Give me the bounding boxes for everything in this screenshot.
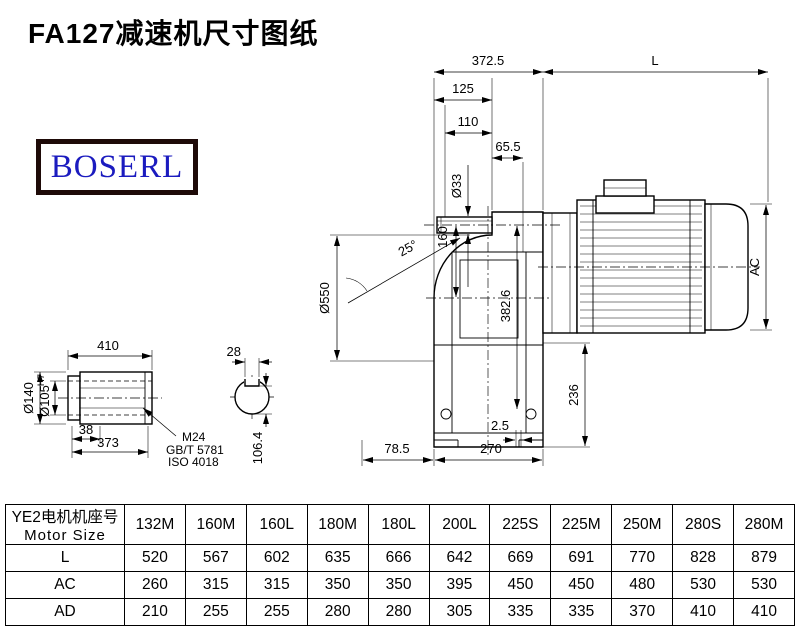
data-cell: 255 <box>184 598 247 626</box>
column-header: 280M <box>733 504 795 545</box>
data-cell: 450 <box>489 571 552 599</box>
dim-motor-height-label: AC <box>747 258 762 276</box>
column-header: 180L <box>367 504 430 545</box>
motor-flange <box>542 212 578 334</box>
row-label: AD <box>5 598 125 626</box>
data-cell: 335 <box>550 598 613 626</box>
data-cell: 370 <box>611 598 674 626</box>
motor <box>542 179 749 334</box>
table-header-row: YE2电机机座号 Motor Size 132M 160M 160L 180M … <box>5 504 795 545</box>
data-cell: 255 <box>245 598 308 626</box>
motor-size-header: YE2电机机座号 Motor Size <box>5 504 125 545</box>
dim-keyway-width-label: 28 <box>227 344 241 359</box>
center-lines <box>424 206 760 458</box>
dim-overall-width-label: 372.5 <box>472 53 505 68</box>
data-cell: 450 <box>550 571 613 599</box>
data-cell: 335 <box>489 598 552 626</box>
column-header: 225M <box>550 504 613 545</box>
output-shaft-detail: 410 Ø140 Ø105 H7 38 373 M24 GB/T 5781 IS… <box>21 338 224 469</box>
column-header: 250M <box>611 504 674 545</box>
column-header: 225S <box>489 504 552 545</box>
motor-size-header-cn: YE2电机机座号 <box>11 509 119 526</box>
row-label: L <box>5 544 125 572</box>
data-cell: 410 <box>733 598 795 626</box>
motor-size-header-en: Motor Size <box>24 527 106 544</box>
data-cell: 280 <box>367 598 430 626</box>
table-row-AD: AD 210 255 255 280 280 305 335 335 370 4… <box>5 598 795 626</box>
boserl-logo: BOSERL <box>36 139 198 195</box>
data-cell: 669 <box>489 544 552 572</box>
dim-shaft-length-label: 410 <box>97 338 119 353</box>
data-cell: 642 <box>428 544 491 572</box>
dim-shaft-bore-tolerance-label: H7 <box>36 374 47 386</box>
dim-110-label: 110 <box>458 114 479 129</box>
bolt-standard-iso-label: ISO 4018 <box>168 455 219 469</box>
dim-angle-label: 25° <box>396 237 420 260</box>
dim-125-label: 125 <box>452 81 474 96</box>
dim-373-label: 373 <box>97 435 119 450</box>
dimension-lines: 372.5 L 125 110 65.5 Ø33 160 25° Ø550 38… <box>317 53 772 466</box>
dim-shaft-diameter-label: Ø33 <box>449 174 464 199</box>
data-cell: 210 <box>124 598 186 626</box>
dim-65-5-label: 65.5 <box>495 139 520 154</box>
table-row-L: L 520 567 602 635 666 642 669 691 770 82… <box>5 544 795 572</box>
dim-housing-diameter-label: Ø550 <box>317 282 332 314</box>
bolt-label: M24 <box>182 430 206 444</box>
shaft-section-detail: 28 106.4 <box>227 344 274 464</box>
data-cell: 395 <box>428 571 491 599</box>
data-cell: 770 <box>611 544 674 572</box>
data-cell: 480 <box>611 571 674 599</box>
column-header: 160L <box>245 504 308 545</box>
data-cell: 520 <box>124 544 186 572</box>
dim-270-label: 270 <box>480 441 502 456</box>
data-cell: 530 <box>733 571 795 599</box>
data-cell: 879 <box>733 544 795 572</box>
column-header: 132M <box>124 504 186 545</box>
data-cell: 530 <box>672 571 735 599</box>
column-header: 180M <box>306 504 369 545</box>
bolt-standard-gb-label: GB/T 5781 <box>166 443 224 457</box>
dim-shaft-bore-diameter-label: Ø105 <box>37 385 52 417</box>
data-cell: 410 <box>672 598 735 626</box>
data-cell: 280 <box>306 598 369 626</box>
page-title: FA127减速机尺寸图纸 <box>28 18 319 49</box>
data-cell: 315 <box>184 571 247 599</box>
data-cell: 666 <box>367 544 430 572</box>
dim-keyway-height-label: 106.4 <box>250 432 265 465</box>
data-cell: 602 <box>245 544 308 572</box>
column-header: 280S <box>672 504 735 545</box>
data-cell: 691 <box>550 544 613 572</box>
column-header: 200L <box>428 504 491 545</box>
dim-38-label: 38 <box>79 422 93 437</box>
gearbox-housing <box>433 211 544 448</box>
dim-78-5-label: 78.5 <box>384 441 409 456</box>
row-label: AC <box>5 571 125 599</box>
data-cell: 260 <box>124 571 186 599</box>
data-cell: 567 <box>184 544 247 572</box>
data-cell: 305 <box>428 598 491 626</box>
dimension-drawing: 372.5 L 125 110 65.5 Ø33 160 25° Ø550 38… <box>21 53 772 469</box>
terminal-box-base <box>595 195 655 214</box>
data-cell: 635 <box>306 544 369 572</box>
dim-160-label: 160 <box>435 226 450 248</box>
dim-2-5-label: 2.5 <box>491 418 509 433</box>
data-cell: 350 <box>306 571 369 599</box>
dim-shaft-outer-diameter-label: Ø140 <box>21 382 36 414</box>
table-row-AC: AC 260 315 315 350 350 395 450 450 480 5… <box>5 571 795 599</box>
data-cell: 828 <box>672 544 735 572</box>
data-cell: 315 <box>245 571 308 599</box>
motor-size-table: YE2电机机座号 Motor Size 132M 160M 160L 180M … <box>5 504 795 626</box>
dim-382-6-label: 382.6 <box>498 290 513 323</box>
boserl-logo-text: BOSERL <box>50 148 184 185</box>
motor-body <box>576 199 706 334</box>
dim-236-label: 236 <box>566 384 581 406</box>
column-header: 160M <box>184 504 247 545</box>
data-cell: 350 <box>367 571 430 599</box>
dim-motor-length-label: L <box>651 53 658 68</box>
